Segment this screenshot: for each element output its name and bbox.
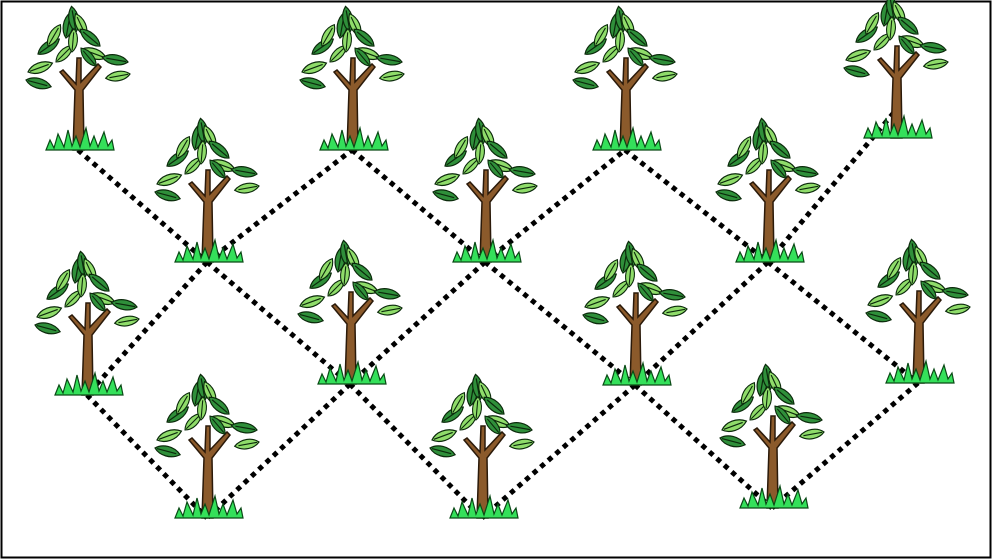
tree-planting-diagram [0, 0, 992, 559]
diagram-frame [2, 2, 991, 558]
